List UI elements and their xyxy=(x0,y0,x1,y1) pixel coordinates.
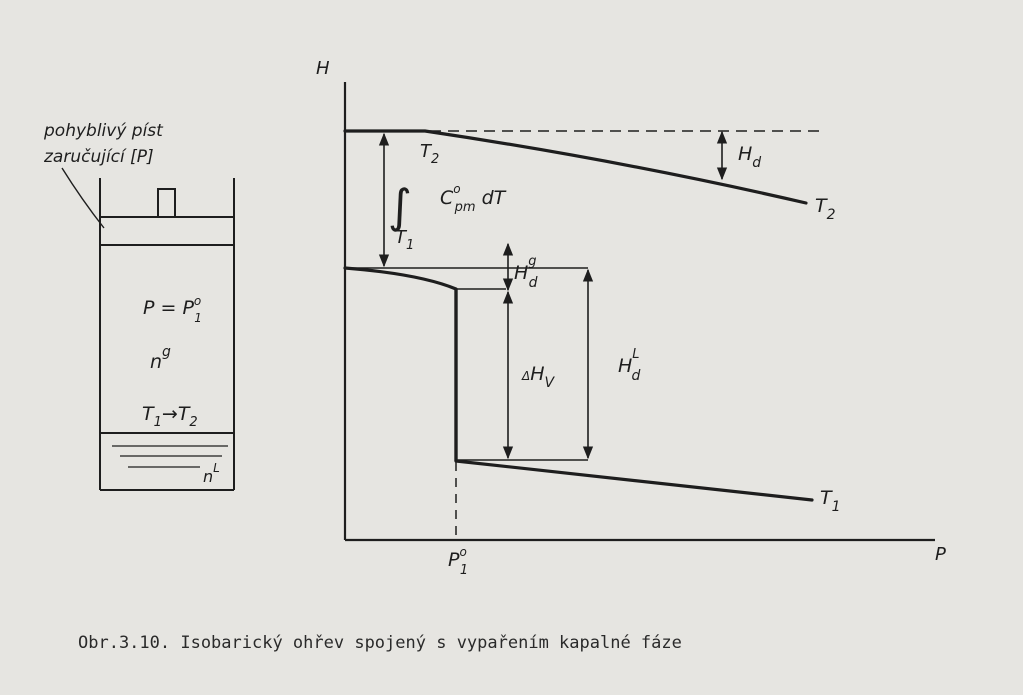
isotherm-T1-label: T1 xyxy=(820,487,841,515)
temperature-change-label: T1→T2 xyxy=(142,403,198,430)
isotherm-T2-label: T2 xyxy=(815,195,836,223)
integral-symbol: ∫ xyxy=(388,179,412,233)
x-axis-label: P xyxy=(935,544,946,565)
piston xyxy=(99,216,235,246)
piston-label-line1: pohyblivý píst xyxy=(43,121,164,141)
figure-caption: Obr.3.10. Isobarický ohřev spojený s vyp… xyxy=(78,633,682,653)
dHv-label: ΔHV xyxy=(521,363,556,391)
gas-moles-label: ng xyxy=(150,344,171,373)
isotherm-T1-liquid-branch xyxy=(454,459,814,502)
piston-label-line2: zaručující [P] xyxy=(43,147,154,167)
integral-lower-limit: T1 xyxy=(395,227,414,253)
Hd-label: Hd xyxy=(738,143,761,171)
y-axis-label: H xyxy=(316,58,330,79)
piston-rod xyxy=(157,188,176,218)
liquid-moles-label: nL xyxy=(203,461,220,486)
piston-leader-line xyxy=(61,167,105,229)
isotherm-T1-gas-branch xyxy=(343,266,458,291)
integral-upper-limit: T2 xyxy=(420,141,439,167)
isotherm-T2 xyxy=(343,129,808,205)
